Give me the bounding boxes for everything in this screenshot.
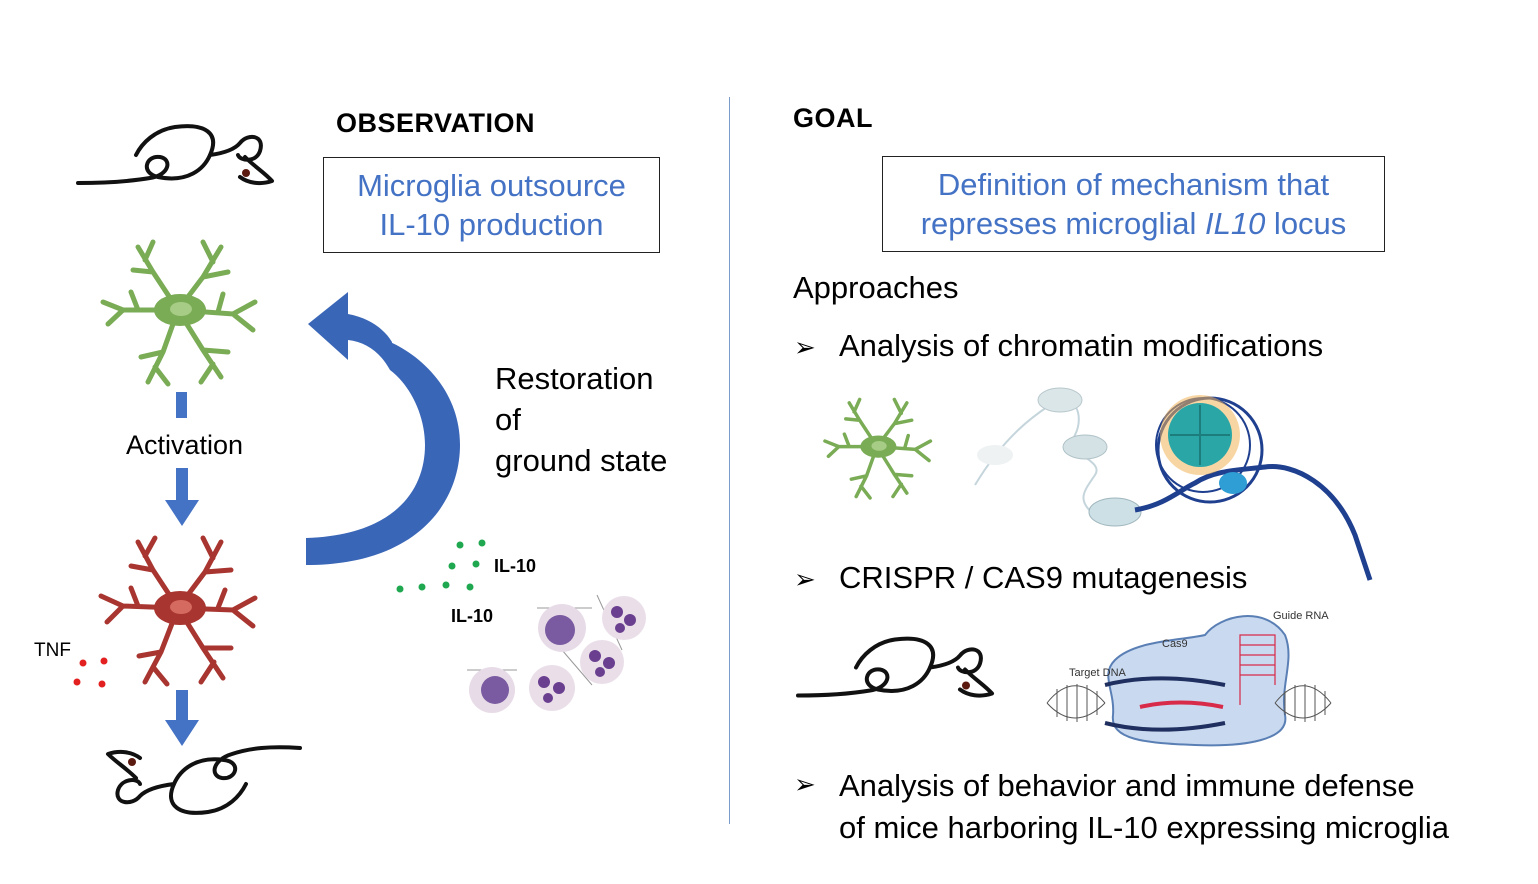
approach-item-3-line2: of mice harboring IL-10 expressing micro… [839,810,1449,845]
observation-box-line1: Microglia outsource [357,168,626,203]
observation-box: Microglia outsource IL-10 production [323,157,660,253]
approach-item-1: Analysis of chromatin modifications [839,328,1324,363]
goal-box-line2-italic: IL10 [1204,206,1266,241]
restoration-line1: Restoration [495,361,654,396]
activation-connector [176,392,187,418]
restoration-line2: of [495,402,521,437]
approach-item-3-line1: Analysis of behavior and immune defense [839,768,1415,803]
goal-box-line2-b: locus [1265,206,1347,241]
mouse-bottom-icon [106,745,302,815]
observation-box-line2: IL-10 production [379,207,604,242]
bullet-2-icon: ➢ [794,564,816,594]
goal-box: Definition of mechanism that represses m… [882,156,1385,252]
bullet-1-icon: ➢ [794,332,816,362]
restoration-line3: ground state [495,443,668,478]
goal-box-line1: Definition of mechanism that [937,167,1330,202]
crispr-cas9-label: Cas9 [1162,638,1188,650]
bullet-3-icon: ➢ [794,769,816,799]
observation-heading: OBSERVATION [336,108,536,138]
restoration-curved-arrow-icon [306,292,460,565]
il10-label-a: IL-10 [494,556,537,576]
approach-item-2: CRISPR / CAS9 mutagenesis [839,560,1248,595]
down-arrow-2-icon [165,690,199,746]
small-microglia-icon [823,397,933,500]
goal-heading: GOAL [793,103,873,133]
il10-dots-icon [396,539,486,593]
tnf-dots-icon [73,657,108,688]
goal-box-line2: represses microglial IL10 locus [883,204,1384,243]
approaches-label: Approaches [793,270,959,305]
immune-cells-icon [467,594,646,713]
crispr-cas9-icon: Guide RNA Cas9 Target DNA [1046,610,1332,747]
crispr-target-dna-label: Target DNA [1069,667,1127,679]
il10-label-b: IL-10 [451,606,494,626]
approach-item-3: Analysis of behavior and immune defense … [839,765,1449,849]
mouse-right-icon [796,636,994,698]
crispr-guide-rna-label: Guide RNA [1273,610,1329,622]
chromatin-nucleosome-icon [974,387,1373,581]
restoration-text: Restoration of ground state [495,358,667,481]
activation-label: Activation [126,430,244,460]
activated-microglia-icon [98,535,258,687]
resting-microglia-icon [100,239,258,387]
down-arrow-1-icon [165,468,199,526]
panel-divider [729,97,730,824]
tnf-label: TNF [34,640,71,661]
goal-box-line2-a: represses microglial [920,206,1205,241]
mouse-top-icon [76,124,274,186]
